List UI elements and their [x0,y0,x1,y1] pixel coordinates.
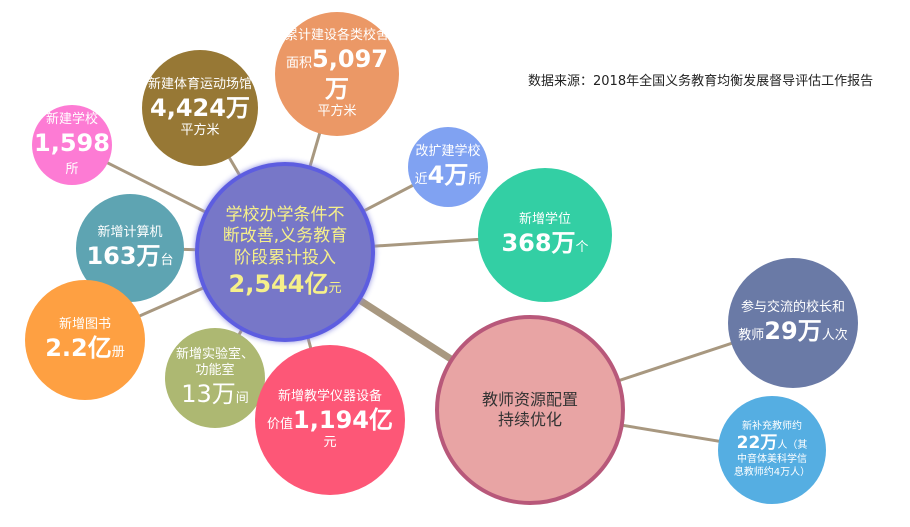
unit: 元 [328,280,342,296]
unit: 个 [575,240,589,256]
value: 5,097万 [312,45,388,103]
unit: 册 [111,345,125,361]
value: 13万 [181,380,236,409]
unit: 人（其 [777,440,808,452]
value: 2,544亿 [228,269,329,298]
bubble-school-buildings: 累计建设各类校舍 面积5,097万 平方米 [275,12,399,136]
unit: 人次 [821,328,848,344]
unit: 间 [235,391,249,407]
value: 2.2亿 [45,334,112,363]
bubble-labs: 新增实验室、 功能室 13万间 [165,328,265,428]
label: 学校办学条件不 [225,205,345,226]
bubble-new-teachers: 新补充教师约 22万人（其 中音体美科学信 息教师约4万人） [718,396,826,504]
label: 功能室 [195,363,235,378]
label: 新增学位 [518,211,571,227]
label: 阶段累计投入 [234,247,336,268]
bubble-teacher-resources: 教师资源配置 持续优化 [435,315,625,505]
value: 368万 [501,229,576,258]
center-bubble-school-conditions: 学校办学条件不 断改善,义务教育 阶段累计投入 2,544亿元 [195,162,375,342]
label: 新补充教师约 [742,420,802,432]
unit: 平方米 [317,104,357,119]
value: 22万 [736,433,778,454]
bubble-new-schools: 新建学校 1,598 所 [32,105,112,185]
value: 4,424万 [150,94,250,122]
label: 新建体育运动场馆 [147,76,252,92]
label: 改扩建学校 [415,143,481,159]
value: 1,598 [34,129,110,157]
label: 新增图书 [58,316,111,332]
label: 新建学校 [45,111,98,127]
label: 新增教学仪器设备 [277,388,382,404]
bubble-renovated-schools: 改扩建学校 近4万所 [408,127,488,207]
prefix: 近 [414,172,428,188]
prefix: 教师 [738,328,765,344]
label: 教师资源配置 [481,390,578,409]
bubble-sports-venues: 新建体育运动场馆 4,424万 平方米 [142,50,258,166]
unit: 台 [160,253,174,269]
unit: 所 [468,172,482,188]
value: 29万 [764,317,822,346]
label: 息教师约4万人） [733,466,811,478]
data-source: 数据来源：2018年全国义务教育均衡发展督导评估工作报告 [528,74,874,89]
label: 新增计算机 [97,224,163,240]
prefix: 面积 [286,56,313,71]
label: 断改善,义务教育 [222,226,348,247]
prefix: 价值 [267,417,294,432]
bubble-exchange: 参与交流的校长和 教师29万人次 [728,258,858,388]
value: 4万 [427,161,469,190]
bubble-new-places: 新增学位 368万个 [478,168,612,302]
value: 163万 [86,242,161,271]
label: 新增实验室、 [175,346,254,362]
bubble-books: 新增图书 2.2亿册 [25,280,145,400]
unit: 元 [323,435,337,450]
label: 中音体美科学信 [737,454,807,466]
unit: 所 [65,162,79,177]
unit: 平方米 [180,123,220,138]
bubble-equipment: 新增教学仪器设备 价值1,194亿 元 [255,345,405,495]
label: 持续优化 [497,410,562,429]
label: 累计建设各类校舍 [284,27,389,43]
label: 参与交流的校长和 [740,299,845,315]
value: 1,194亿 [293,406,393,434]
